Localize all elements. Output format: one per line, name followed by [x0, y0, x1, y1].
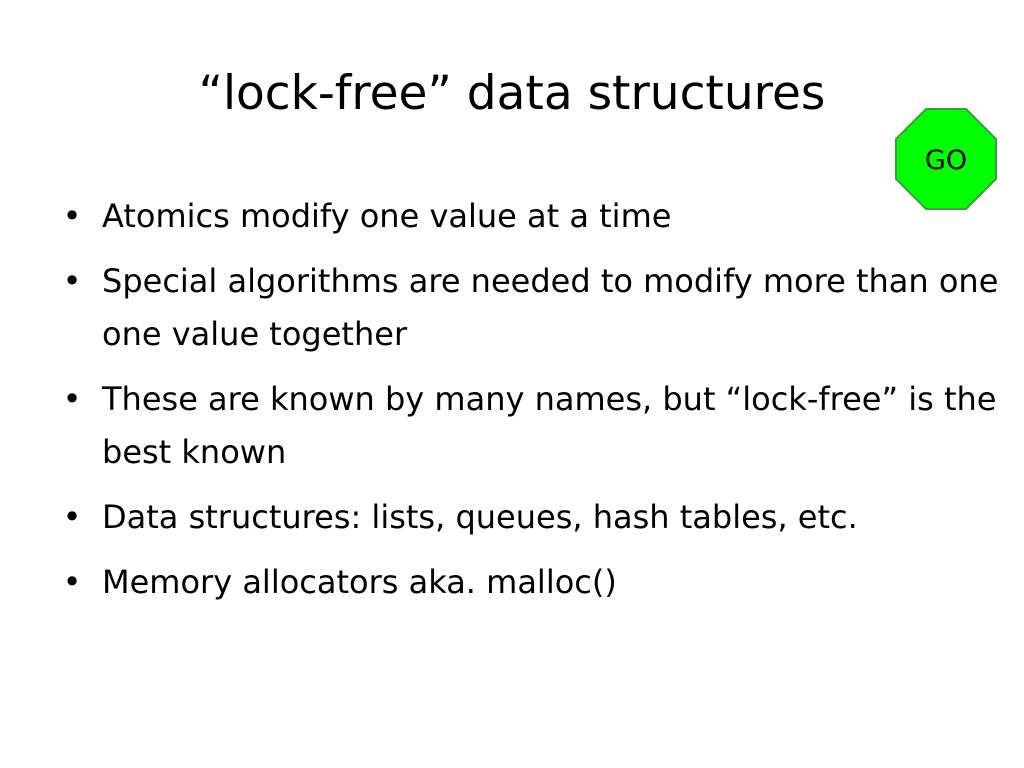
go-badge-label: GO [925, 145, 967, 176]
bullet-item: • These are known by many names, but “lo… [60, 373, 1000, 479]
slide-title: “lock-free” data structures [198, 66, 826, 121]
bullet-item: • Special algorithms are needed to modif… [60, 255, 1000, 361]
bullet-dot-icon: • [62, 380, 82, 418]
bullet-item: • Data structures: lists, queues, hash t… [60, 491, 1000, 544]
bullet-text: Memory allocators aka. malloc() [102, 563, 617, 601]
bullet-list: • Atomics modify one value at a time • S… [60, 190, 1000, 621]
go-badge: GO [894, 107, 998, 211]
bullet-item: • Memory allocators aka. malloc() [60, 556, 1000, 609]
bullet-text: Atomics modify one value at a time [102, 197, 672, 235]
bullet-text: Special algorithms are needed to modify … [102, 262, 999, 353]
bullet-dot-icon: • [62, 262, 82, 300]
bullet-dot-icon: • [62, 563, 82, 601]
bullet-text: These are known by many names, but “lock… [102, 380, 997, 471]
bullet-item: • Atomics modify one value at a time [60, 190, 1000, 243]
bullet-dot-icon: • [62, 197, 82, 235]
bullet-text: Data structures: lists, queues, hash tab… [102, 498, 858, 536]
octagon-icon: GO [895, 108, 997, 210]
bullet-dot-icon: • [62, 498, 82, 536]
